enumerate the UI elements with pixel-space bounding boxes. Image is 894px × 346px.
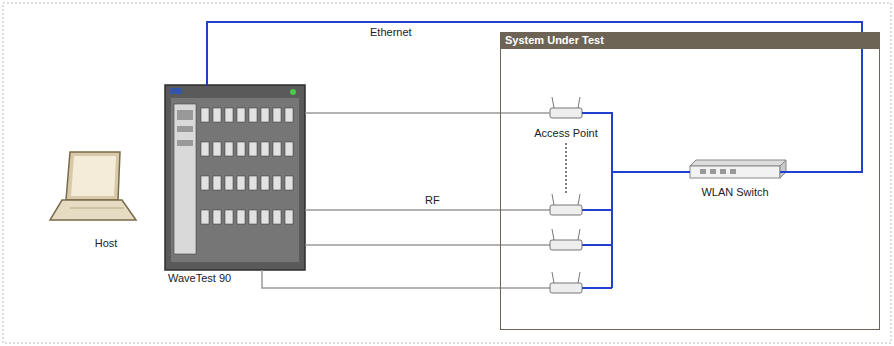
node-label: WLAN Switch: [680, 186, 790, 199]
title-band: System Under Test: [501, 33, 879, 49]
switch-icon: [690, 160, 786, 178]
chassis-icon: [165, 85, 305, 270]
system-box: System Under TestAccess PointWLAN Switch: [500, 32, 880, 330]
access-point-icons: [550, 97, 582, 293]
host-node: Host: [52, 150, 160, 250]
ethernet-wires: [582, 170, 612, 288]
edge-label: Ethernet: [368, 26, 414, 39]
access-point-node: Access Point: [530, 96, 602, 140]
outer-frame: [3, 3, 891, 343]
connector-line: [305, 112, 550, 114]
switch-node: WLAN Switch: [680, 155, 790, 199]
tester-node: WaveTest 90: [165, 85, 305, 285]
laptop-icon: [50, 152, 136, 220]
dotted-link: [565, 143, 567, 193]
node-label: WaveTest 90: [168, 272, 231, 285]
wire-label: RF: [423, 194, 442, 207]
connector-line: [582, 113, 690, 172]
rf-wires: [262, 210, 550, 288]
node-label: Access Point: [530, 127, 602, 140]
node-label: Host: [52, 237, 160, 250]
node-label: System Under Test: [505, 34, 604, 47]
